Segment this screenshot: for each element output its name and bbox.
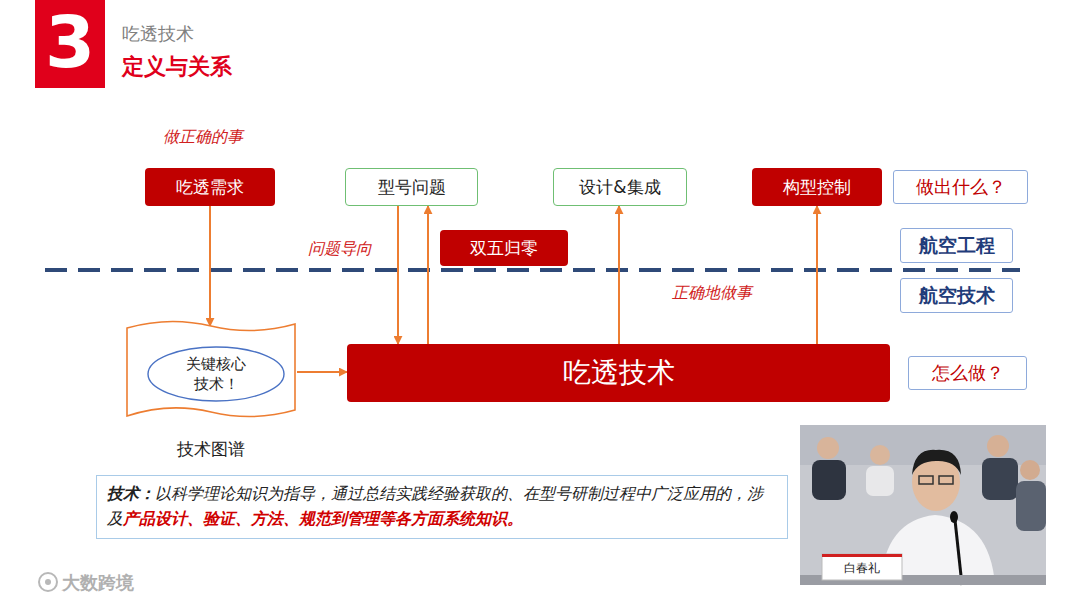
document-shape: 技术图谱关键核心 技术！: [125, 320, 297, 420]
person-body: [812, 460, 846, 500]
definition-text: 产品设计、验证、方法、规范到管理等各方面系统知识。: [123, 509, 523, 528]
node-text: 怎么做？: [932, 361, 1004, 385]
process-box: 构型控制: [752, 168, 882, 206]
watermark: 大数跨境: [62, 571, 134, 595]
process-box: 设计&集成: [553, 168, 687, 206]
glasses: [919, 476, 933, 484]
node-text: 3: [45, 0, 95, 84]
person-body: [982, 458, 1018, 500]
person-head: [870, 445, 890, 465]
node-text: 吃透需求: [176, 176, 244, 199]
arrow-connector: [816, 206, 818, 344]
ellipse-outline: [147, 346, 285, 402]
microphone-head: [950, 511, 958, 523]
person-head: [1020, 460, 1040, 480]
annotation: 正确地做事: [672, 283, 752, 304]
node-text: 吃透技术: [563, 354, 675, 392]
domain-box: 航空工程: [900, 228, 1013, 263]
node-text: 双五归零: [470, 237, 538, 260]
person-body: [1016, 481, 1046, 531]
annotation: 做正确的事: [163, 127, 243, 148]
arrow-connector: [427, 206, 429, 344]
process-box: 吃透需求: [145, 168, 275, 206]
annotation: 问题导向: [308, 239, 372, 260]
photo: [800, 425, 1046, 585]
node-text: 关键核心 技术！: [177, 354, 255, 395]
arrow-connector: [397, 206, 399, 344]
node-text: 做出什么？: [916, 175, 1006, 199]
person-body: [866, 466, 894, 496]
arrow-connector: [209, 206, 211, 326]
definition-text: 技术：: [107, 484, 155, 503]
arrow-connector: [297, 371, 347, 373]
name-plate: [822, 554, 902, 580]
question-box: 怎么做？: [908, 356, 1027, 390]
question-box: 做出什么？: [893, 170, 1028, 204]
person-head: [987, 435, 1009, 457]
watermark-circle: [39, 573, 57, 591]
node-text: 构型控制: [783, 176, 851, 199]
node-text: 航空工程: [919, 233, 995, 259]
main-person-hair: [912, 450, 961, 475]
photo-background: [800, 425, 1046, 585]
node-text: 设计&集成: [579, 176, 660, 199]
watermark-dot: [45, 579, 51, 585]
process-box: 型号问题: [345, 168, 478, 206]
person-head: [817, 437, 839, 459]
process-box: 双五归零: [440, 230, 568, 266]
dashed-divider: [45, 268, 1020, 272]
glasses: [939, 476, 953, 484]
name-plate-text: 白春礼: [844, 560, 880, 577]
core-bar: 吃透技术: [347, 344, 890, 402]
section-number: 3: [35, 0, 105, 88]
arrow-connector: [618, 206, 620, 344]
page-title: 定义与关系: [122, 52, 232, 82]
node-heading: 技术图谱: [125, 438, 297, 461]
domain-box: 航空技术: [900, 278, 1013, 313]
subtitle: 吃透技术: [122, 22, 194, 46]
ellipse-node: 关键核心 技术！: [147, 346, 285, 402]
name-plate-stripe: [822, 554, 902, 557]
definition-box: 技术：以科学理论知识为指导，通过总结实践经验获取的、在型号研制过程中广泛应用的，…: [96, 475, 788, 539]
watermark-icon: [39, 573, 57, 591]
node-text: 航空技术: [919, 283, 995, 309]
node-text: 型号问题: [378, 176, 446, 199]
